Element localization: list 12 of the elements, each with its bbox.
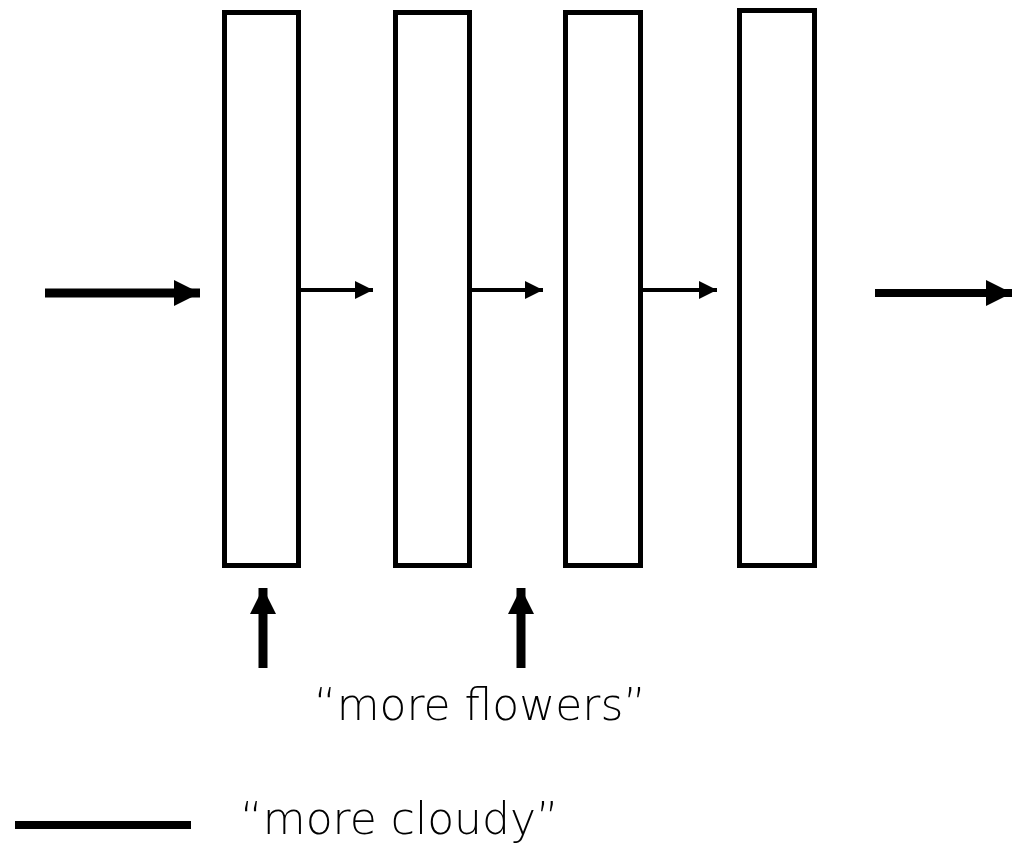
- arrow: [45, 280, 200, 306]
- arrow: [472, 281, 543, 299]
- arrow: [508, 588, 534, 668]
- arrow: [643, 281, 717, 299]
- bar-rectangle: [222, 10, 301, 568]
- arrow: [301, 281, 373, 299]
- bar-rectangle: [563, 10, 643, 568]
- bar-rectangle: [737, 8, 817, 568]
- annotation-text: “more flowers”: [200, 672, 760, 738]
- bar-rectangle: [393, 10, 472, 568]
- legend-text: “more cloudy”: [240, 792, 559, 846]
- arrow: [250, 588, 276, 668]
